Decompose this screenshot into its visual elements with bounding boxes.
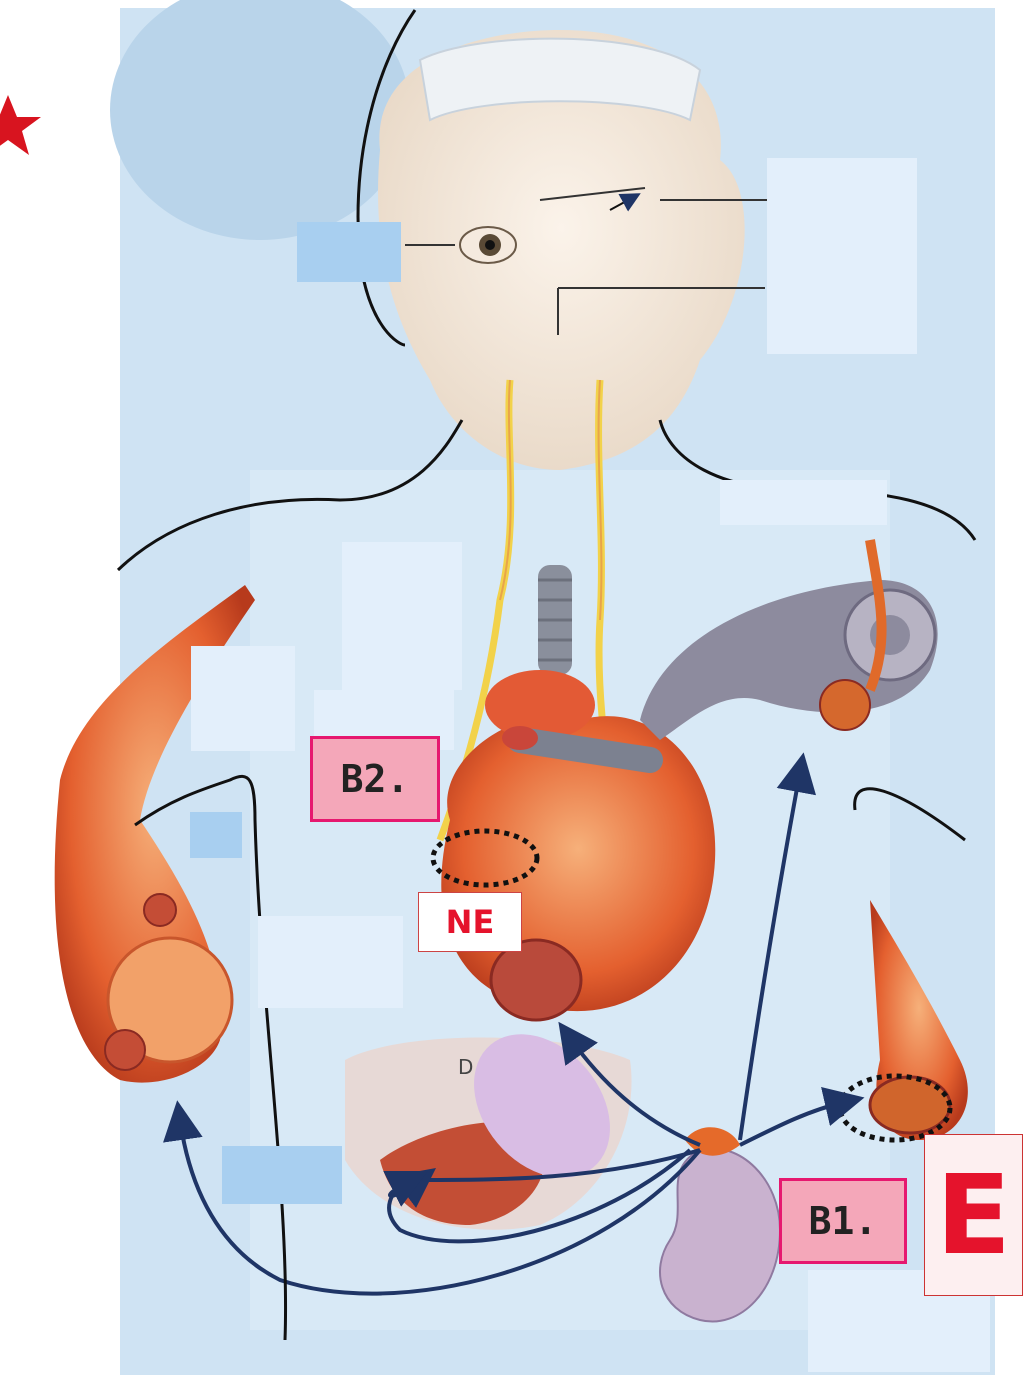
masked-label-muscle-mid <box>190 812 242 858</box>
masked-label-muscle-upper <box>191 646 295 751</box>
vessel-cross-section-heart <box>491 940 581 1020</box>
label-b2: B2. <box>310 736 440 822</box>
pupil <box>485 240 495 250</box>
label-d: D <box>458 1055 473 1079</box>
label-b1: B1. <box>779 1178 907 1264</box>
aortic-arch <box>485 670 595 740</box>
star-icon <box>0 95 41 155</box>
masked-label-shoulder <box>720 480 887 525</box>
label-ne: NE <box>418 892 522 952</box>
masked-label-chest-upper <box>342 542 462 690</box>
label-e: E <box>924 1134 1023 1296</box>
bronchus-vessel <box>820 680 870 730</box>
masked-label-liver <box>222 1146 342 1204</box>
masked-label-eye <box>297 222 401 282</box>
masked-label-face <box>767 158 917 354</box>
masked-label-chest-lower <box>258 916 403 1008</box>
